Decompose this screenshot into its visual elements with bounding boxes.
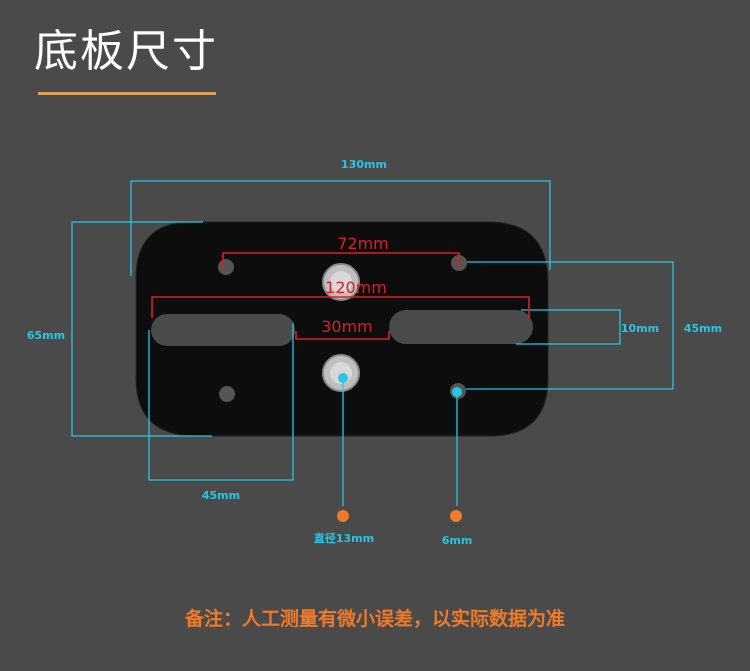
dim-130-bracket xyxy=(130,180,551,276)
hole-callout-dot xyxy=(450,510,462,522)
screw-top xyxy=(322,263,360,301)
right-slot xyxy=(389,310,533,344)
hole-center-marker xyxy=(452,387,462,397)
dim-45-right-bracket xyxy=(466,261,674,390)
label-30mm: 30mm xyxy=(321,317,373,336)
title-underline xyxy=(38,92,216,95)
dim-72-bracket xyxy=(222,252,460,268)
footnote: 备注：人工测量有微小误差，以实际数据为准 xyxy=(184,608,565,630)
screw-callout-dot xyxy=(337,510,349,522)
label-diameter-13mm: 直径13mm xyxy=(314,531,374,545)
page-title: 底板尺寸 xyxy=(34,26,218,77)
dim-45-bottom-bracket xyxy=(148,323,294,481)
label-120mm: 120mm xyxy=(325,278,387,297)
label-130mm: 130mm xyxy=(341,158,387,171)
label-45mm-right: 45mm xyxy=(684,322,722,335)
dimension-lines-cyan xyxy=(71,180,674,506)
label-65mm: 65mm xyxy=(27,329,65,342)
screw-center-marker xyxy=(338,373,348,383)
dimension-lines-red xyxy=(151,252,530,340)
dim-65-bracket xyxy=(71,221,212,437)
label-10mm: 10mm xyxy=(621,322,659,335)
dim-120-bracket xyxy=(151,296,530,318)
label-6mm: 6mm xyxy=(442,534,473,547)
screw-bottom xyxy=(322,354,360,392)
dim-30-bracket xyxy=(295,331,390,340)
hole-bottom-left xyxy=(219,386,235,402)
label-72mm: 72mm xyxy=(337,234,389,253)
mounting-plate xyxy=(135,221,549,437)
dim-10-bracket xyxy=(516,309,621,345)
label-45mm-bottom: 45mm xyxy=(202,489,240,502)
left-slot xyxy=(151,314,295,346)
hole-top-left xyxy=(218,259,234,275)
